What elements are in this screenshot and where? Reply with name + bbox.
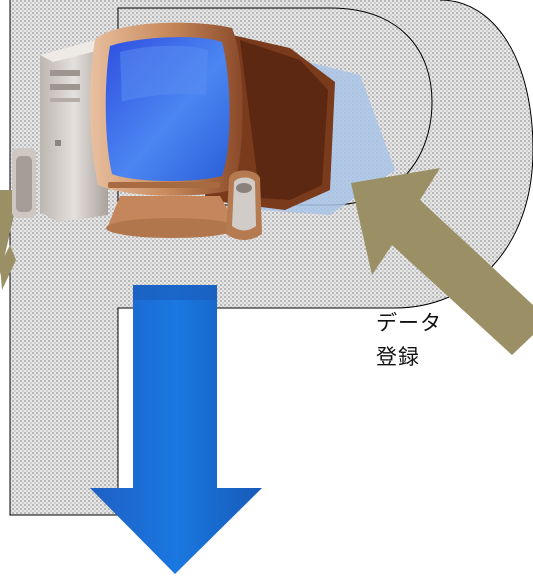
data-registration-label: データ 登録 [376,306,456,374]
blue-down-arrow [90,285,262,574]
olive-arrow-left [0,190,20,290]
label-line-2: 登録 [376,345,420,369]
label-line-1: データ [376,311,442,335]
speaker-right [226,170,262,240]
speaker-left [12,148,36,218]
olive-arrow-right [351,168,533,355]
computer-monitor [90,22,335,238]
